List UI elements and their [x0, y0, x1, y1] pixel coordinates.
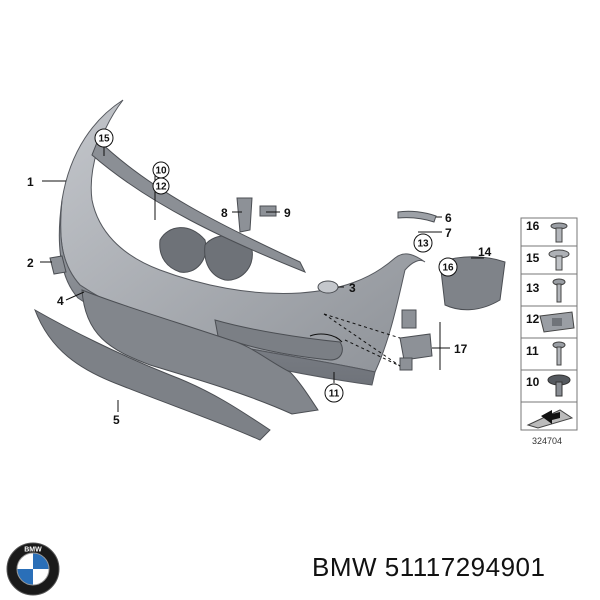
screw-13-icon	[552, 278, 566, 303]
callout-7: 7	[445, 226, 452, 240]
callout-9: 9	[284, 206, 291, 220]
callout-1: 1	[27, 175, 34, 189]
legend-item-15: 15	[526, 251, 540, 265]
nut-15-icon	[548, 249, 570, 271]
svg-text:11: 11	[329, 389, 340, 400]
callout-17: 17	[454, 342, 468, 356]
part-number: 51117294901	[384, 552, 546, 582]
trim-part-6	[397, 210, 437, 223]
callout-6: 6	[445, 211, 452, 225]
callout-10: 10	[152, 161, 170, 179]
clip-nut-12-icon	[539, 311, 575, 333]
direction-arrow-icon	[526, 409, 574, 429]
screw-11-icon	[552, 341, 566, 366]
part-caption: BMW 51117294901	[312, 552, 545, 583]
legend-item-12: 12	[526, 312, 540, 326]
lower-reinforcement-lower	[34, 308, 271, 441]
callout-11: 11	[324, 383, 344, 403]
brand-label: BMW	[312, 552, 378, 582]
callout-2: 2	[27, 256, 34, 270]
diagram-id: 324704	[532, 436, 562, 446]
callout-16: 16	[438, 257, 458, 277]
callout-5: 5	[113, 413, 120, 427]
brackets-part-17	[399, 309, 433, 371]
legend-item-16: 16	[526, 219, 540, 233]
lower-reinforcement-upper	[81, 289, 319, 415]
washer-screw-10-icon	[547, 374, 571, 397]
screw-16-icon	[550, 222, 568, 243]
legend-item-11: 11	[526, 344, 539, 358]
tow-hook-cover-part-3	[317, 280, 339, 294]
svg-text:12: 12	[155, 182, 167, 193]
svg-text:BMW: BMW	[24, 547, 42, 554]
svg-text:10: 10	[155, 166, 167, 177]
svg-text:15: 15	[98, 134, 110, 145]
svg-text:13: 13	[417, 239, 429, 250]
callout-15: 15	[94, 128, 114, 148]
callout-14: 14	[478, 245, 492, 259]
legend-item-13: 13	[526, 281, 540, 295]
clip-part-2	[49, 255, 67, 275]
callout-3: 3	[349, 281, 356, 295]
clip-part-9	[259, 205, 277, 217]
callout-13: 13	[413, 233, 433, 253]
svg-text:16: 16	[442, 263, 454, 274]
fastener-legend: 16 15 13 12 11 10	[520, 217, 578, 446]
callout-12: 12	[152, 177, 170, 195]
bracket-part-8	[236, 197, 253, 233]
legend-item-10: 10	[526, 375, 540, 389]
callout-8: 8	[221, 206, 228, 220]
bmw-logo-icon: BMW	[6, 542, 60, 596]
callout-4: 4	[57, 294, 64, 308]
